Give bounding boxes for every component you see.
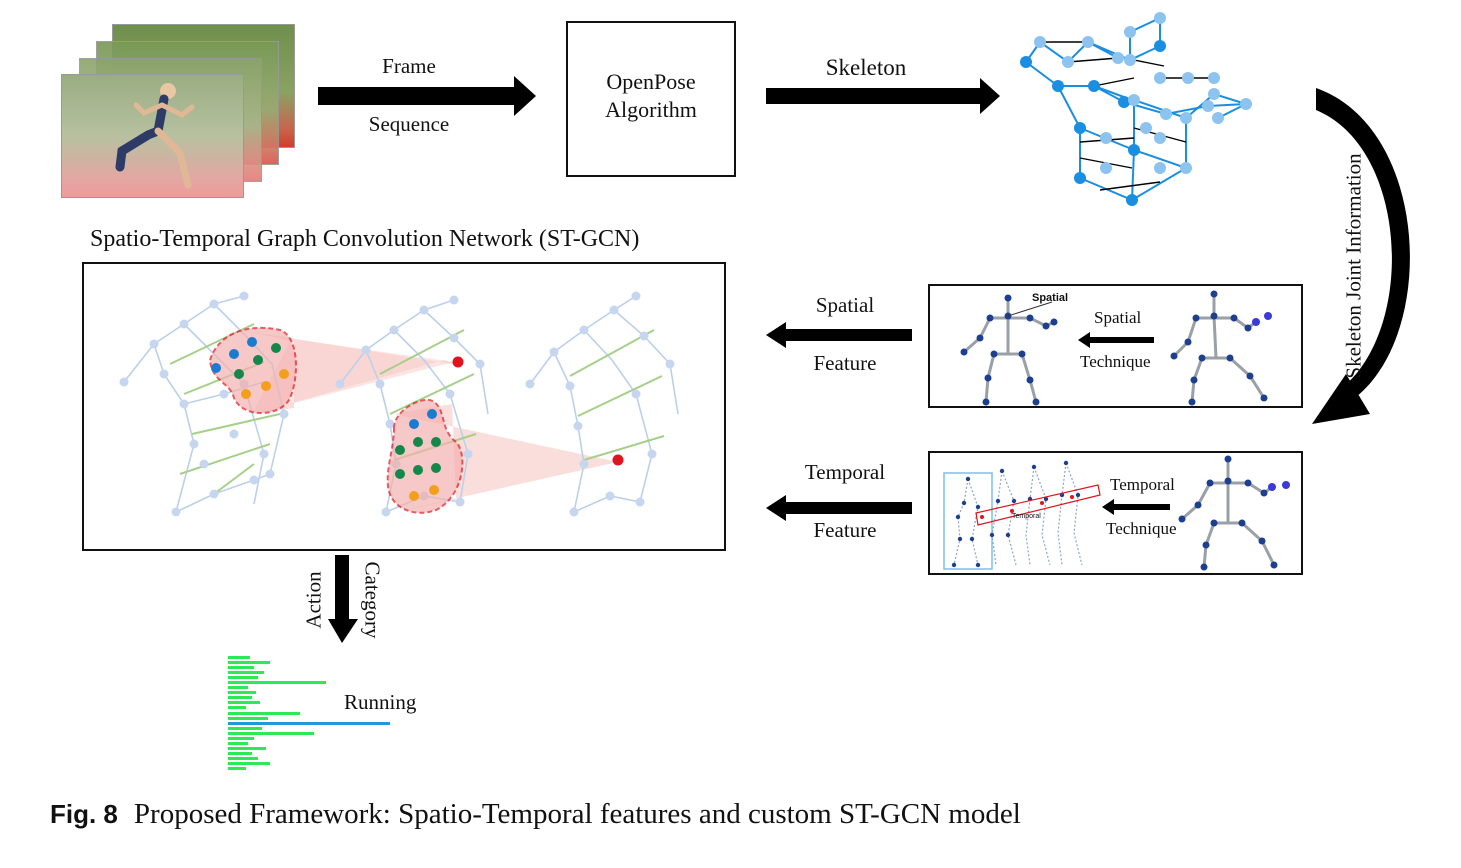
temporal-skeleton-right	[1178, 455, 1290, 571]
spatial-technique-label-1: Spatial	[1094, 308, 1142, 327]
spatial-feature-label: Feature	[813, 351, 877, 375]
stgcn-box	[82, 262, 726, 551]
spatial-technique-label-2: Technique	[1080, 352, 1151, 371]
skeleton-arrow	[766, 78, 1000, 114]
figure-caption-text: Proposed Framework: Spatio-Temporal feat…	[133, 798, 1021, 830]
skeleton-joint-curved-arrow	[1312, 88, 1410, 424]
temporal-technique-label-1: Temporal	[1110, 475, 1175, 494]
running-score-bar	[228, 722, 390, 725]
temporal-feature-label: Feature	[813, 518, 877, 542]
spatial-skeleton-left	[960, 294, 1058, 406]
category-label: Category	[360, 561, 385, 639]
temporal-technique-box: Temporal Temporal Technique	[928, 451, 1303, 575]
figure-caption: Fig. 8 Proposed Framework: Spatio-Tempora…	[50, 798, 1021, 831]
video-frame-1	[61, 74, 244, 198]
frame-sequence-arrow	[318, 76, 536, 116]
spatial-label: Spatial	[815, 293, 875, 317]
temporal-tag: Temporal	[1012, 513, 1041, 520]
algorithm-label: Algorithm	[605, 97, 697, 122]
temporal-skeleton-sequence	[943, 460, 1101, 570]
temporal-label: Temporal	[804, 460, 886, 484]
graph-3-output-node	[612, 454, 624, 466]
sequence-label: Sequence	[368, 112, 450, 136]
runner-figure	[115, 83, 195, 189]
skeleton-graph	[1020, 12, 1252, 206]
stgcn-illustration	[119, 291, 679, 517]
temporal-feature-arrow	[766, 495, 912, 521]
temporal-technique-arrow	[1102, 499, 1170, 515]
openpose-label: OpenPose	[606, 69, 696, 94]
spatial-feature-arrow	[766, 322, 912, 348]
skeleton-label: Skeleton	[825, 55, 907, 80]
spatial-technique-box: Spatial Spatial Technique	[928, 284, 1303, 408]
graph-2-output-node	[452, 356, 464, 368]
spatial-tag: Spatial	[1032, 292, 1069, 304]
openpose-algorithm-box: OpenPose Algorithm	[566, 21, 736, 177]
stgcn-title: Spatio-Temporal Graph Convolution Networ…	[90, 226, 640, 252]
result-label: Running	[344, 690, 417, 714]
temporal-technique-label-2: Technique	[1106, 519, 1177, 538]
action-category-arrow	[328, 555, 358, 643]
highlight-region-2	[386, 398, 464, 514]
figure-number: Fig. 8	[50, 799, 118, 829]
spatial-skeleton-right	[1170, 290, 1272, 406]
action-label: Action	[301, 571, 326, 629]
frame-label: Frame	[382, 54, 436, 78]
action-score-bars	[228, 656, 390, 770]
spatial-technique-arrow	[1078, 332, 1154, 348]
skeleton-joint-information-label: Skeleton Joint Information	[1341, 153, 1366, 379]
